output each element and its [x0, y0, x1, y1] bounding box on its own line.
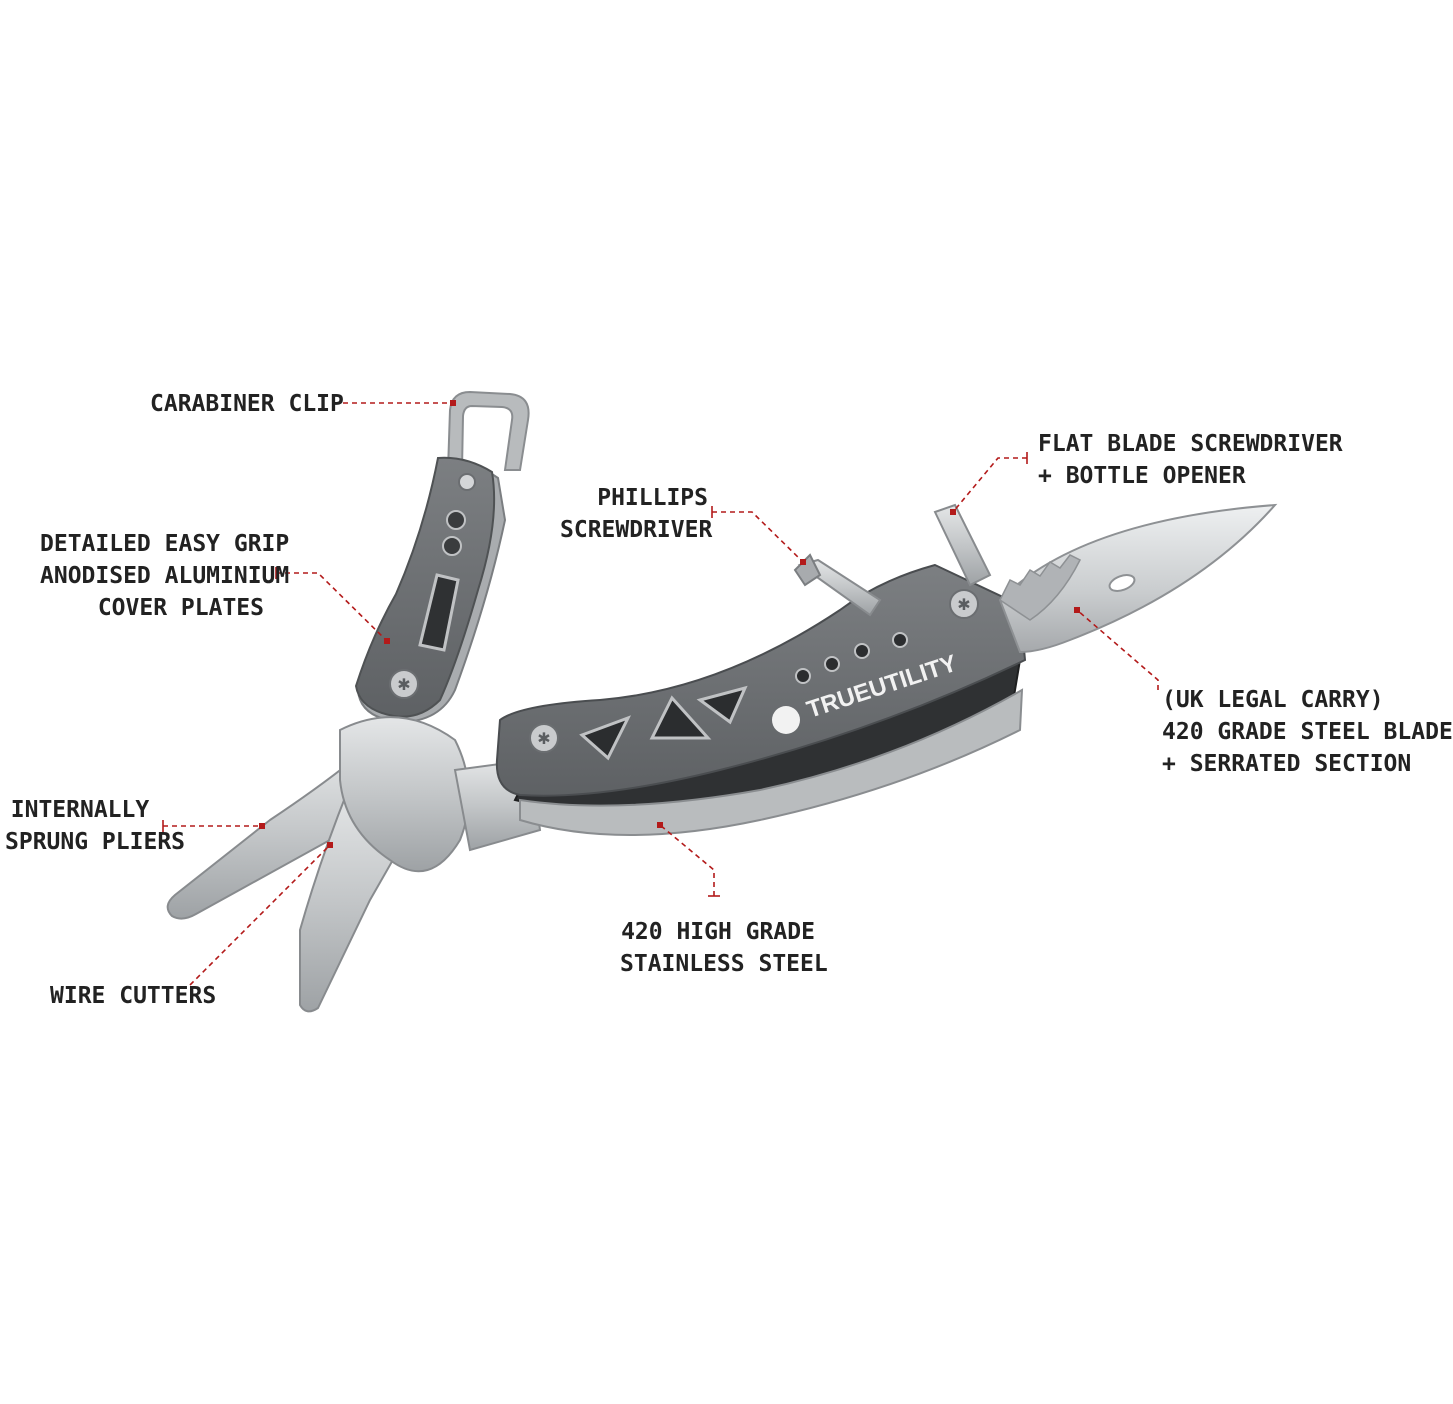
phillips-screwdriver — [793, 553, 882, 617]
carabiner-clip — [446, 390, 530, 471]
label-pliers: INTERNALLY SPRUNG PLIERS — [5, 797, 186, 855]
torx-screw — [949, 589, 979, 619]
pliers — [166, 716, 542, 1013]
main-body: ✱ ✱ TRUEUTILITY — [495, 563, 1027, 836]
svg-text:✱: ✱ — [537, 729, 550, 748]
logo-mark — [772, 706, 800, 734]
multitool-diagram: ✱ ✱ ✱ TRUEUTILITY — [162, 390, 1278, 1013]
grip-hole — [442, 536, 462, 556]
svg-text:✱: ✱ — [397, 675, 410, 694]
torx-screw — [389, 669, 419, 699]
label-flat-blade: FLAT BLADE SCREWDRIVER + BOTTLE OPENER — [1038, 431, 1343, 489]
leader-lines — [163, 402, 1159, 986]
leader-grip — [276, 572, 387, 641]
label-wire-cutters: WIRE CUTTERS — [50, 983, 217, 1009]
rivet — [458, 473, 476, 491]
leader-wire-cutters — [189, 844, 331, 986]
leader-phillips — [712, 511, 804, 563]
leader-ticks — [162, 397, 1028, 897]
flat-blade-screwdriver — [933, 503, 992, 587]
leader-flat-blade — [952, 457, 1027, 513]
torx-screw — [529, 723, 559, 753]
label-stainless-steel: 420 HIGH GRADE STAINLESS STEEL — [620, 919, 828, 977]
label-blade: (UK LEGAL CARRY) 420 GRADE STEEL BLADE +… — [1162, 687, 1453, 777]
label-phillips: PHILLIPS SCREWDRIVER — [560, 485, 713, 543]
knife-blade — [998, 503, 1278, 654]
leader-endpoints — [259, 400, 1080, 848]
label-grip: DETAILED EASY GRIP ANODISED ALUMINIUM CO… — [40, 531, 290, 621]
svg-text:✱: ✱ — [957, 595, 970, 614]
label-carabiner-clip: CARABINER CLIP — [150, 391, 344, 417]
grip-hole — [446, 510, 466, 530]
leader-blade — [1076, 609, 1159, 690]
blade-thumb-hole — [1108, 574, 1136, 592]
grip-handle: ✱ — [354, 456, 507, 724]
leader-steel — [659, 824, 715, 896]
